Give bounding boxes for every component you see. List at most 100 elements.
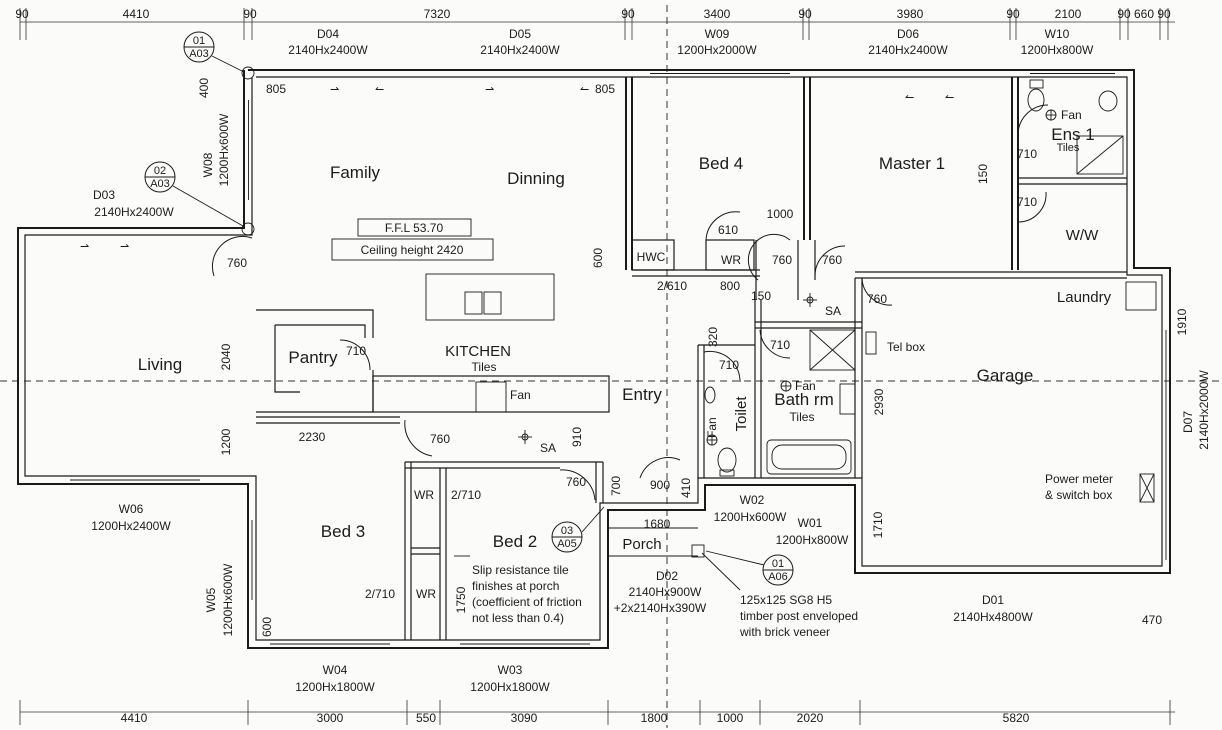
ffl-label: F.F.L 53.70 bbox=[385, 221, 444, 235]
sa-label-2: SA bbox=[540, 441, 556, 455]
svg-text:⇀: ⇀ bbox=[330, 84, 339, 96]
tag-4-bottom: A06 bbox=[768, 571, 788, 583]
opening-d07-size: 2140Hx2000W bbox=[1197, 370, 1211, 450]
post-note-line-1: 125x125 SG8 H5 bbox=[740, 593, 832, 607]
fan-bath-label: Fan bbox=[795, 379, 816, 393]
opening-w09-size: 1200Hx2000W bbox=[677, 43, 757, 57]
tag-1-top: 01 bbox=[193, 35, 205, 47]
opening-w02-size: 1200Hx600W bbox=[714, 510, 787, 524]
room-kitchen: KITCHEN bbox=[445, 343, 511, 360]
door-760-b: 760 bbox=[430, 432, 450, 446]
dim-910: 910 bbox=[570, 427, 584, 447]
opening-w05-name: W05 bbox=[204, 587, 218, 612]
doors bbox=[211, 104, 1049, 501]
door-760-c: 760 bbox=[566, 475, 586, 489]
room-pantry: Pantry bbox=[288, 348, 338, 367]
dim-1200: 1200 bbox=[219, 428, 233, 455]
dim-805-b: 805 bbox=[595, 82, 615, 96]
windows bbox=[70, 73, 1167, 645]
opening-d06-size: 2140Hx2400W bbox=[868, 43, 948, 57]
section-tag-1 bbox=[183, 31, 255, 80]
dim-2-710-a: 2/710 bbox=[451, 488, 481, 502]
sa-label-1: SA bbox=[825, 304, 841, 318]
dim-top-6: 90 bbox=[798, 7, 812, 21]
fan-toilet-label: Fan bbox=[705, 417, 719, 438]
ceiling-box bbox=[331, 238, 494, 261]
dim-410: 410 bbox=[679, 478, 693, 498]
dim-bottom-2: 550 bbox=[416, 711, 436, 725]
room-bed3: Bed 3 bbox=[321, 522, 365, 541]
dim-2-710-b: 2/710 bbox=[365, 587, 395, 601]
door-710-c: 710 bbox=[770, 338, 790, 352]
opening-w08-name: W08 bbox=[201, 152, 215, 177]
dim-top-8: 90 bbox=[1006, 7, 1020, 21]
post-note-line-2: timber post enveloped bbox=[740, 609, 858, 623]
dim-top-10: 90 bbox=[1117, 7, 1131, 21]
door-760-f: 760 bbox=[867, 292, 887, 306]
opening-d01-size: 2140Hx4800W bbox=[953, 610, 1033, 624]
room-porch: Porch bbox=[622, 536, 661, 553]
room-ww: W/W bbox=[1066, 227, 1099, 244]
tag-3-bottom: A05 bbox=[557, 538, 577, 550]
room-toilet: Toilet bbox=[733, 396, 750, 432]
opening-d07-name: D07 bbox=[1181, 411, 1195, 433]
dim-top-11: 660 bbox=[1134, 7, 1154, 21]
section-tag-4 bbox=[705, 550, 794, 586]
room-garage: Garage bbox=[977, 366, 1034, 385]
svg-text:↼: ↼ bbox=[580, 84, 589, 96]
dim-600-b: 600 bbox=[260, 617, 274, 637]
interior-walls bbox=[256, 77, 1127, 640]
svg-text:⇀: ⇀ bbox=[485, 84, 494, 96]
room-ens-tiles: Tiles bbox=[1057, 142, 1080, 154]
dim-700: 700 bbox=[609, 476, 623, 496]
svg-text:↼: ↼ bbox=[905, 92, 914, 104]
dim-top-7: 3980 bbox=[897, 7, 924, 21]
opening-w04-name: W04 bbox=[323, 663, 348, 677]
opening-d02-size2: +2x2140Hx390W bbox=[614, 601, 707, 615]
dim-bottom-3: 3090 bbox=[511, 711, 538, 725]
svg-text:⇀: ⇀ bbox=[120, 241, 129, 253]
sa-icon bbox=[518, 293, 817, 444]
dim-2230: 2230 bbox=[299, 430, 326, 444]
opening-w03-size: 1200Hx1800W bbox=[470, 680, 550, 694]
dim-610: 610 bbox=[718, 223, 738, 237]
room-wr-1: WR bbox=[721, 253, 741, 267]
room-living: Living bbox=[138, 355, 182, 374]
dim-bottom-4: 1800 bbox=[641, 711, 668, 725]
dim-top-0: 90 bbox=[15, 7, 29, 21]
dim-top-12: 90 bbox=[1157, 7, 1171, 21]
opening-d02-size: 2140Hx900W bbox=[629, 585, 702, 599]
opening-d04-size: 2140Hx2400W bbox=[288, 43, 368, 57]
room-kitchen-tiles: Tiles bbox=[472, 360, 497, 374]
opening-w10-name: W10 bbox=[1045, 27, 1070, 41]
opening-w10-size: 1200Hx800W bbox=[1021, 43, 1094, 57]
switch-box-label: & switch box bbox=[1045, 488, 1112, 502]
dim-1680: 1680 bbox=[644, 517, 671, 531]
dim-bottom-5: 1000 bbox=[717, 711, 744, 725]
post-note-leader bbox=[701, 552, 741, 591]
opening-w06-name: W06 bbox=[119, 502, 144, 516]
fan-ens-label: Fan bbox=[1061, 108, 1082, 122]
slip-note-line-3: (coefficient of friction bbox=[472, 595, 582, 609]
dim-top-9: 2100 bbox=[1055, 7, 1082, 21]
dim-bottom-6: 2020 bbox=[797, 711, 824, 725]
slip-note-line-4: not less than 0.4) bbox=[472, 611, 564, 625]
door-760-e: 760 bbox=[822, 253, 842, 267]
opening-d05-size: 2140Hx2400W bbox=[480, 43, 560, 57]
room-hwc: HWC bbox=[637, 250, 666, 264]
dim-bottom-0: 4410 bbox=[121, 711, 148, 725]
room-bed4: Bed 4 bbox=[699, 154, 743, 173]
opening-w03-name: W03 bbox=[498, 663, 523, 677]
dim-top-1: 4410 bbox=[123, 7, 150, 21]
opening-w06-size: 1200Hx2400W bbox=[91, 519, 171, 533]
opening-w04-size: 1200Hx1800W bbox=[295, 680, 375, 694]
dim-1910: 1910 bbox=[1175, 308, 1189, 335]
top-dimension-string bbox=[19, 8, 1175, 40]
opening-d06-name: D06 bbox=[897, 27, 919, 41]
dim-470: 470 bbox=[1142, 613, 1162, 627]
dim-150-b: 150 bbox=[976, 164, 990, 184]
door-710-b: 710 bbox=[719, 358, 739, 372]
opening-w05-size: 1200Hx600W bbox=[221, 563, 235, 636]
room-bed2: Bed 2 bbox=[493, 532, 537, 551]
